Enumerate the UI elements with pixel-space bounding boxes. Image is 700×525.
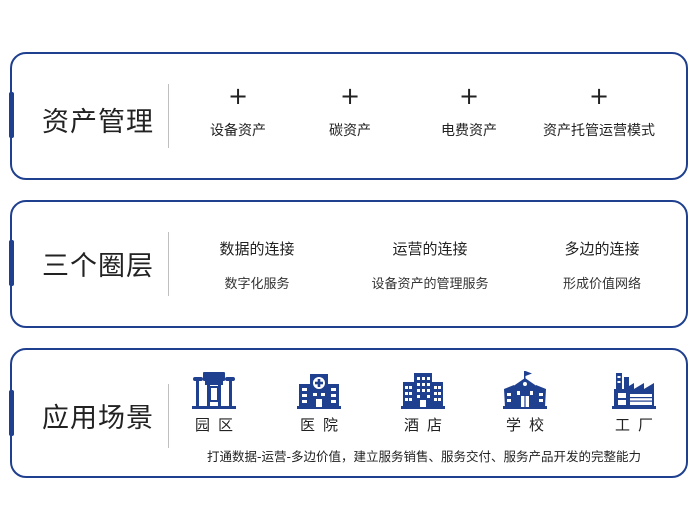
hospital-icon: [296, 374, 341, 409]
asset-item: + 设备资产: [210, 84, 266, 140]
panel-title: 三个圈层: [42, 251, 154, 282]
school-icon: [502, 371, 547, 409]
panel-accent-bar: [9, 390, 14, 436]
scenario-item: 工厂: [607, 370, 661, 435]
scenario-label: 学校: [505, 416, 553, 434]
layer-title: 数据的连接: [219, 240, 295, 258]
asset-management-panel: 资产管理 + 设备资产 + 碳资产 + 电费资产 + 资产托管运营模式: [9, 52, 688, 180]
scenario-summary: 打通数据-运营-多边价值，建立服务销售、服务交付、服务产品开发的完整能力: [207, 449, 642, 464]
plus-icon: +: [458, 82, 480, 110]
layer-subtitle: 形成价值网络: [562, 277, 642, 292]
park-icon: [191, 372, 236, 409]
panel-title: 应用场景: [42, 403, 154, 434]
plus-icon: +: [588, 82, 610, 110]
asset-label: 碳资产: [329, 123, 371, 139]
asset-label: 资产托管运营模式: [543, 123, 655, 139]
asset-item: + 资产托管运营模式: [543, 84, 655, 140]
factory-icon: [611, 373, 656, 409]
layer-item: 数据的连接 数字化服务: [219, 238, 294, 292]
scenario-item: 医院: [292, 370, 346, 435]
asset-item: + 电费资产: [441, 84, 497, 140]
plus-icon: +: [339, 82, 361, 110]
scenario-label: 工厂: [614, 416, 662, 434]
scenario-item: 园区: [187, 370, 241, 435]
hotel-icon: [400, 373, 445, 409]
scenarios-panel: 应用场景 园区: [9, 348, 688, 478]
panel-accent-bar: [9, 92, 14, 138]
asset-label: 电费资产: [441, 123, 497, 139]
scenario-label: 园区: [194, 416, 242, 434]
divider: [168, 84, 169, 148]
panel-accent-bar: [9, 240, 14, 286]
layer-title: 运营的连接: [392, 240, 468, 258]
three-layers-panel: 三个圈层 数据的连接 数字化服务 运营的连接 设备资产的管理服务 多边的连接 形…: [9, 200, 688, 328]
asset-item: + 碳资产: [329, 84, 371, 140]
scenario-label: 酒店: [403, 416, 451, 434]
scenario-label: 医院: [299, 416, 347, 434]
asset-label: 设备资产: [210, 123, 266, 139]
layer-item: 运营的连接 设备资产的管理服务: [371, 238, 488, 292]
layer-subtitle: 数字化服务: [224, 277, 290, 292]
panel-title: 资产管理: [42, 107, 154, 138]
layer-item: 多边的连接 形成价值网络: [563, 238, 641, 292]
layer-subtitle: 设备资产的管理服务: [371, 277, 489, 292]
plus-icon: +: [227, 82, 249, 110]
layer-title: 多边的连接: [564, 240, 640, 258]
divider: [168, 232, 169, 296]
scenario-item: 酒店: [396, 370, 450, 435]
divider: [168, 384, 169, 448]
scenario-item: 学校: [498, 370, 552, 435]
